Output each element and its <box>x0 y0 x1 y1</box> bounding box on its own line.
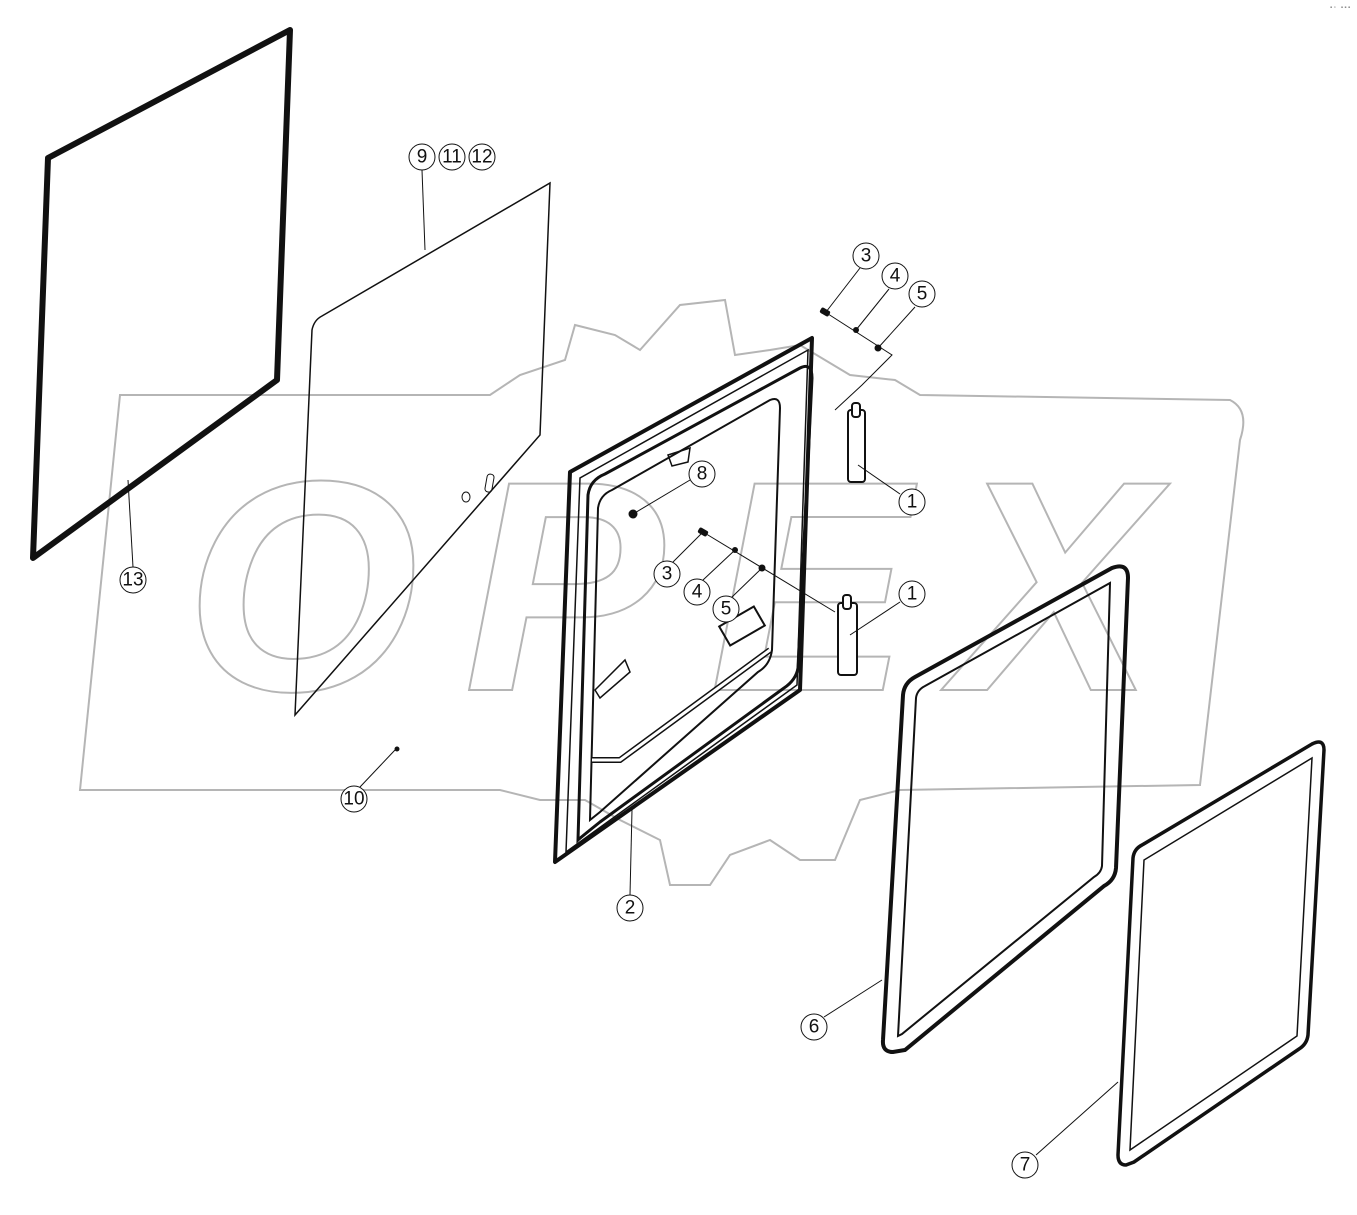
callout: 13 <box>119 566 147 594</box>
part-9-glass <box>294 181 551 718</box>
svg-text:8: 8 <box>697 464 708 485</box>
svg-text:11: 11 <box>442 147 462 168</box>
svg-text:5: 5 <box>721 599 732 620</box>
callout: 5 <box>908 280 936 308</box>
callout: 7 <box>1011 1151 1039 1179</box>
svg-text:10: 10 <box>343 789 364 810</box>
svg-text:7: 7 <box>1020 1155 1031 1176</box>
callout: 10 <box>340 785 368 813</box>
svg-text:9: 9 <box>417 147 428 168</box>
part-6-seal <box>880 564 1131 1055</box>
part-1-hinge-lower <box>837 594 858 676</box>
svg-text:4: 4 <box>692 582 703 603</box>
part-2-window-frame <box>553 336 814 864</box>
callout: 1 <box>898 580 926 608</box>
corner-mark: ▪▫ ▪▪▪ <box>1329 4 1351 11</box>
svg-text:1: 1 <box>907 584 918 605</box>
callout: 12 <box>468 143 496 171</box>
svg-text:12: 12 <box>471 147 492 168</box>
callout: 5 <box>712 595 740 623</box>
part-13-seal <box>30 27 293 561</box>
callout: 4 <box>683 578 711 606</box>
callout: 3 <box>852 242 880 270</box>
leader-lines <box>127 169 1119 1156</box>
svg-text:1: 1 <box>907 492 918 513</box>
callout: 3 <box>653 560 681 588</box>
svg-text:2: 2 <box>625 898 636 919</box>
fasteners-upper <box>819 307 893 411</box>
callout: 1 <box>898 488 926 516</box>
svg-text:3: 3 <box>662 564 673 585</box>
callout: 4 <box>881 262 909 290</box>
callout: 9 <box>408 143 436 171</box>
svg-text:6: 6 <box>809 1017 820 1038</box>
svg-text:4: 4 <box>890 266 901 287</box>
callout: 11 <box>438 143 466 171</box>
callout: 8 <box>688 460 716 488</box>
part-10-fastener <box>394 746 400 752</box>
svg-text:13: 13 <box>122 570 143 591</box>
callout: 2 <box>616 894 644 922</box>
watermark-text: OPEX <box>185 418 1171 754</box>
part-7-seal <box>1116 740 1326 1167</box>
svg-text:5: 5 <box>917 284 928 305</box>
callout: 6 <box>800 1013 828 1041</box>
svg-text:3: 3 <box>861 246 872 267</box>
part-1-hinge-upper <box>847 402 866 483</box>
